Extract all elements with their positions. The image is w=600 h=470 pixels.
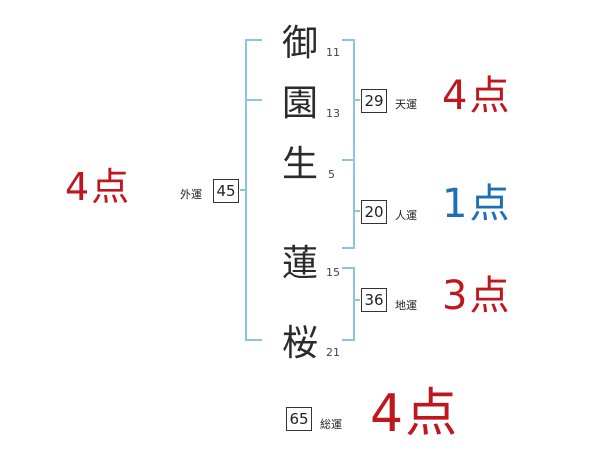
char-2-strokes: 13 xyxy=(326,107,340,120)
char-1: 御 xyxy=(282,23,319,64)
char-3-strokes: 5 xyxy=(328,168,335,181)
souun-label: 総運 xyxy=(320,418,342,431)
jinun-value-box: 20 xyxy=(361,200,387,224)
tenun-value-box: 29 xyxy=(361,89,387,113)
outer-bracket xyxy=(245,39,262,341)
souun-value-box: 65 xyxy=(286,407,312,431)
tenun-bracket xyxy=(342,39,355,161)
gaiun-label: 外運 xyxy=(180,188,202,201)
char-4: 蓮 xyxy=(282,243,319,284)
char-5: 桜 xyxy=(282,323,319,364)
tenun-score: 4点 xyxy=(442,73,512,119)
souun-score: 4点 xyxy=(370,384,460,444)
chiun-score: 3点 xyxy=(442,273,512,319)
gaiun-value-box: 45 xyxy=(213,179,239,203)
chiun-label: 地運 xyxy=(395,299,417,312)
char-2: 園 xyxy=(282,83,319,124)
char-1-strokes: 11 xyxy=(326,46,340,59)
tenun-label: 天運 xyxy=(395,98,417,111)
gaiun-score: 4点 xyxy=(65,165,132,209)
char-4-strokes: 15 xyxy=(326,266,340,279)
chiun-bracket xyxy=(342,267,355,341)
jinun-bracket xyxy=(342,159,355,249)
jinun-score: 1点 xyxy=(442,181,512,227)
jinun-label: 人運 xyxy=(395,209,417,222)
char-3: 生 xyxy=(282,144,319,185)
chiun-value-box: 36 xyxy=(361,288,387,312)
char-5-strokes: 21 xyxy=(326,346,340,359)
